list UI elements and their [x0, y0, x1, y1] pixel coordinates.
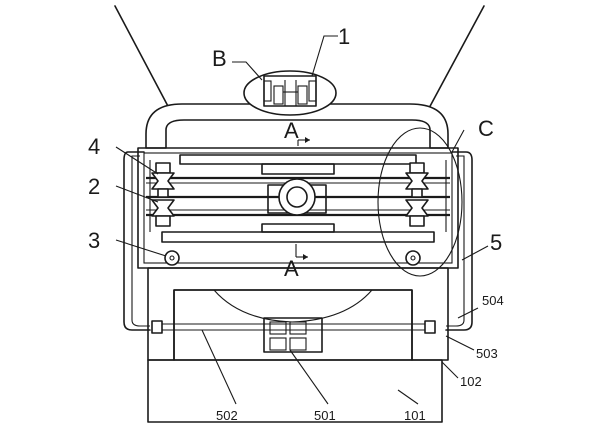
label-5: 5	[490, 230, 502, 255]
center-bearing	[267, 178, 327, 216]
top-oval-housing	[243, 70, 337, 116]
wheels	[164, 250, 421, 266]
label-502: 502	[216, 408, 238, 423]
label-4: 4	[88, 134, 100, 159]
label-501: 501	[314, 408, 336, 423]
label-3: 3	[88, 228, 100, 253]
label-a-top: A	[284, 118, 299, 143]
leader-lines	[115, 35, 489, 405]
right-rollers	[405, 160, 447, 232]
label-503: 503	[476, 346, 498, 361]
label-2: 2	[88, 174, 100, 199]
label-c: C	[478, 116, 494, 141]
rod-assembly	[151, 317, 436, 353]
left-rollers	[149, 160, 175, 232]
detail-circle-c	[377, 127, 463, 277]
base	[147, 359, 443, 423]
label-101: 101	[404, 408, 426, 423]
section-arrow-a-top	[297, 137, 310, 146]
upper-plate	[179, 154, 417, 175]
label-1: 1	[338, 24, 350, 49]
labels: 1 B A C 4 2 3 5 A 504 503 102 502 501 10…	[88, 24, 504, 423]
hopper	[114, 5, 485, 111]
label-102: 102	[460, 374, 482, 389]
lower-body	[147, 267, 449, 361]
label-b: B	[212, 46, 227, 71]
section-arrow-a-bottom	[295, 244, 308, 260]
label-504: 504	[482, 293, 504, 308]
label-a-bottom: A	[284, 256, 299, 281]
lower-plate	[161, 223, 435, 243]
